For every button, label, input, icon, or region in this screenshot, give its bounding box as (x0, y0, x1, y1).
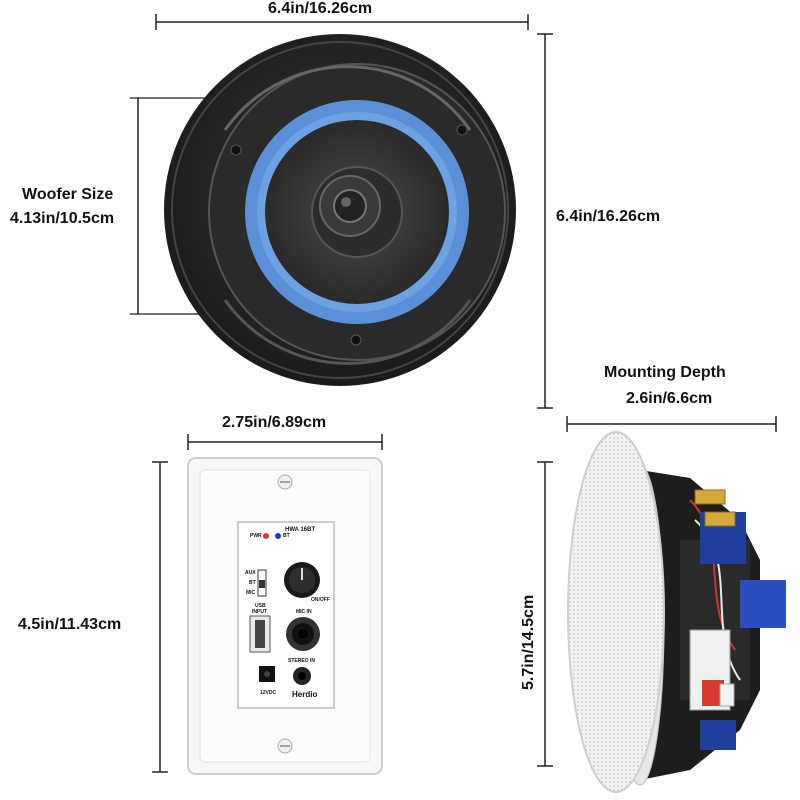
mic-label: MIC (246, 590, 256, 596)
plate-width-dimension (187, 434, 383, 450)
aux-label: AUX (245, 570, 256, 576)
pwr-led-label: PWR (250, 533, 262, 539)
mounting-depth-dimension (566, 416, 777, 432)
usb-label: USB (255, 603, 266, 609)
side-height-dimension (537, 461, 553, 767)
top-width-label: 6.4in/16.26cm (268, 0, 373, 17)
wall-plate (187, 457, 383, 775)
speaker-side-view (567, 431, 786, 793)
plate-width-label: 2.75in/6.89cm (222, 414, 327, 431)
top-height-label: 6.4in/16.26cm (556, 208, 661, 225)
bt-led-label: BT (283, 533, 290, 539)
onoff-label: ON/OFF (311, 597, 330, 603)
plate-model-label: HWA 16BT (285, 527, 316, 533)
dc-label: 12VDC (260, 690, 277, 696)
top-width-dimension (155, 14, 529, 30)
speaker-front-view (164, 34, 516, 386)
mounting-depth-label: 2.6in/6.6cm (626, 390, 713, 407)
brand-label: Herdio (292, 690, 318, 699)
plate-height-label: 4.5in/11.43cm (18, 616, 122, 633)
woofer-size-label: 4.13in/10.5cm (10, 210, 115, 227)
usb-input-label: INPUT (252, 609, 267, 615)
bt-switch-label: BT (249, 580, 256, 586)
stereo-in-label: STEREO IN (288, 658, 315, 664)
plate-height-dimension (152, 461, 168, 773)
top-height-dimension (537, 33, 553, 409)
mounting-depth-title: Mounting Depth (604, 364, 726, 381)
mic-in-label: MIC IN (296, 609, 312, 615)
woofer-title: Woofer Size (22, 186, 114, 203)
